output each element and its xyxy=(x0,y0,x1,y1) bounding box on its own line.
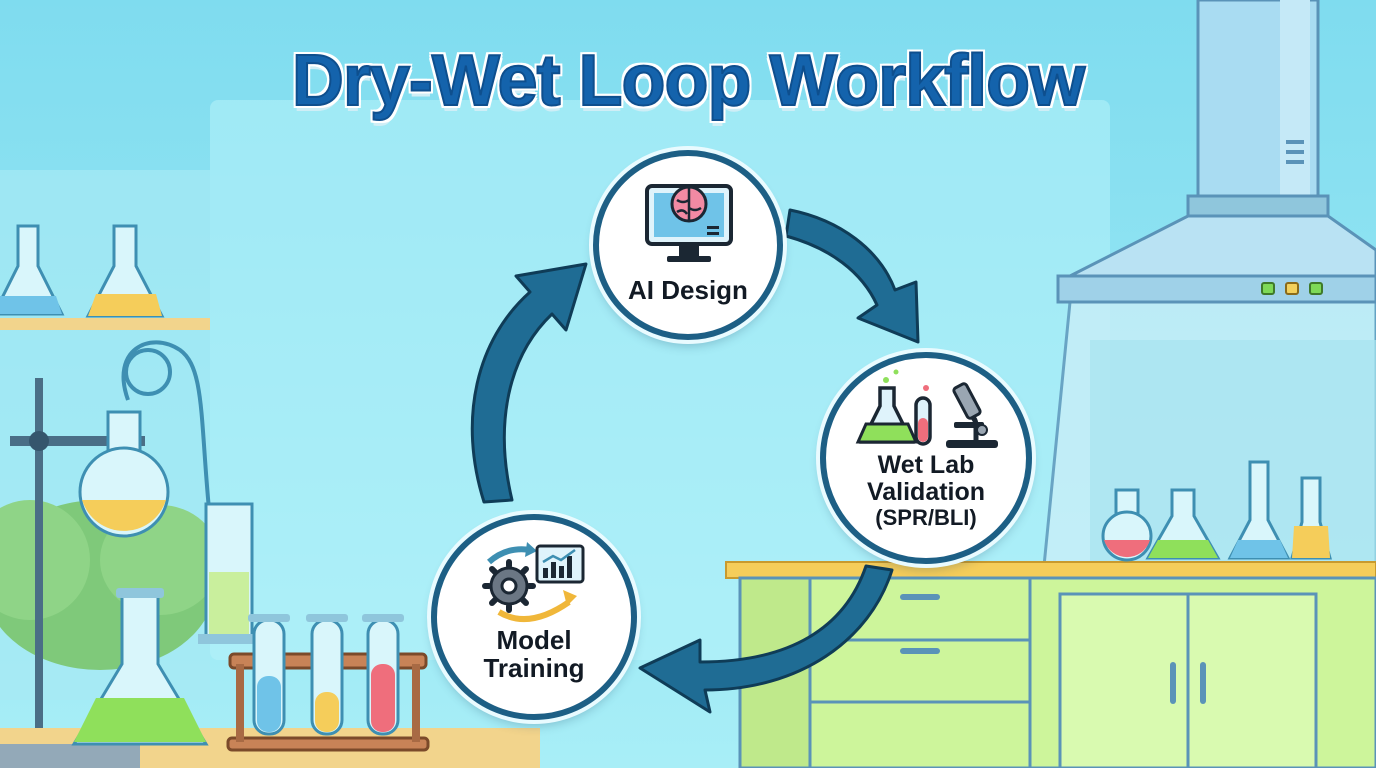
node-wet-lab-label: Wet Lab Validation (SPR/BLI) xyxy=(826,452,1026,530)
diagram-title: Dry-Wet Loop Workflow xyxy=(0,40,1376,122)
flask-icon xyxy=(858,370,916,443)
gear-icon xyxy=(485,562,533,610)
brain-monitor-icon xyxy=(599,156,777,334)
right-bench xyxy=(726,562,1376,768)
node-model-line1: Model xyxy=(437,626,631,654)
node-wet-lab-line1: Wet Lab xyxy=(826,452,1026,479)
node-wet-lab-line3: (SPR/BLI) xyxy=(826,506,1026,530)
graduated-cylinder xyxy=(198,504,260,644)
node-ai-design-label: AI Design xyxy=(599,276,777,304)
left-shelf xyxy=(0,318,210,330)
node-wet-lab-line2: Validation xyxy=(826,479,1026,506)
bar-chart-icon xyxy=(537,546,583,582)
test-tube-icon xyxy=(916,385,930,444)
node-model-line2: Training xyxy=(437,654,631,682)
node-ai-design: AI Design xyxy=(593,150,783,340)
gear-chart-cycle-icon xyxy=(437,520,631,714)
microscope-icon xyxy=(946,383,998,448)
node-model-training-label: Model Training xyxy=(437,626,631,682)
node-wet-lab-validation: Wet Lab Validation (SPR/BLI) xyxy=(820,352,1032,564)
node-model-training: Model Training xyxy=(431,514,637,720)
